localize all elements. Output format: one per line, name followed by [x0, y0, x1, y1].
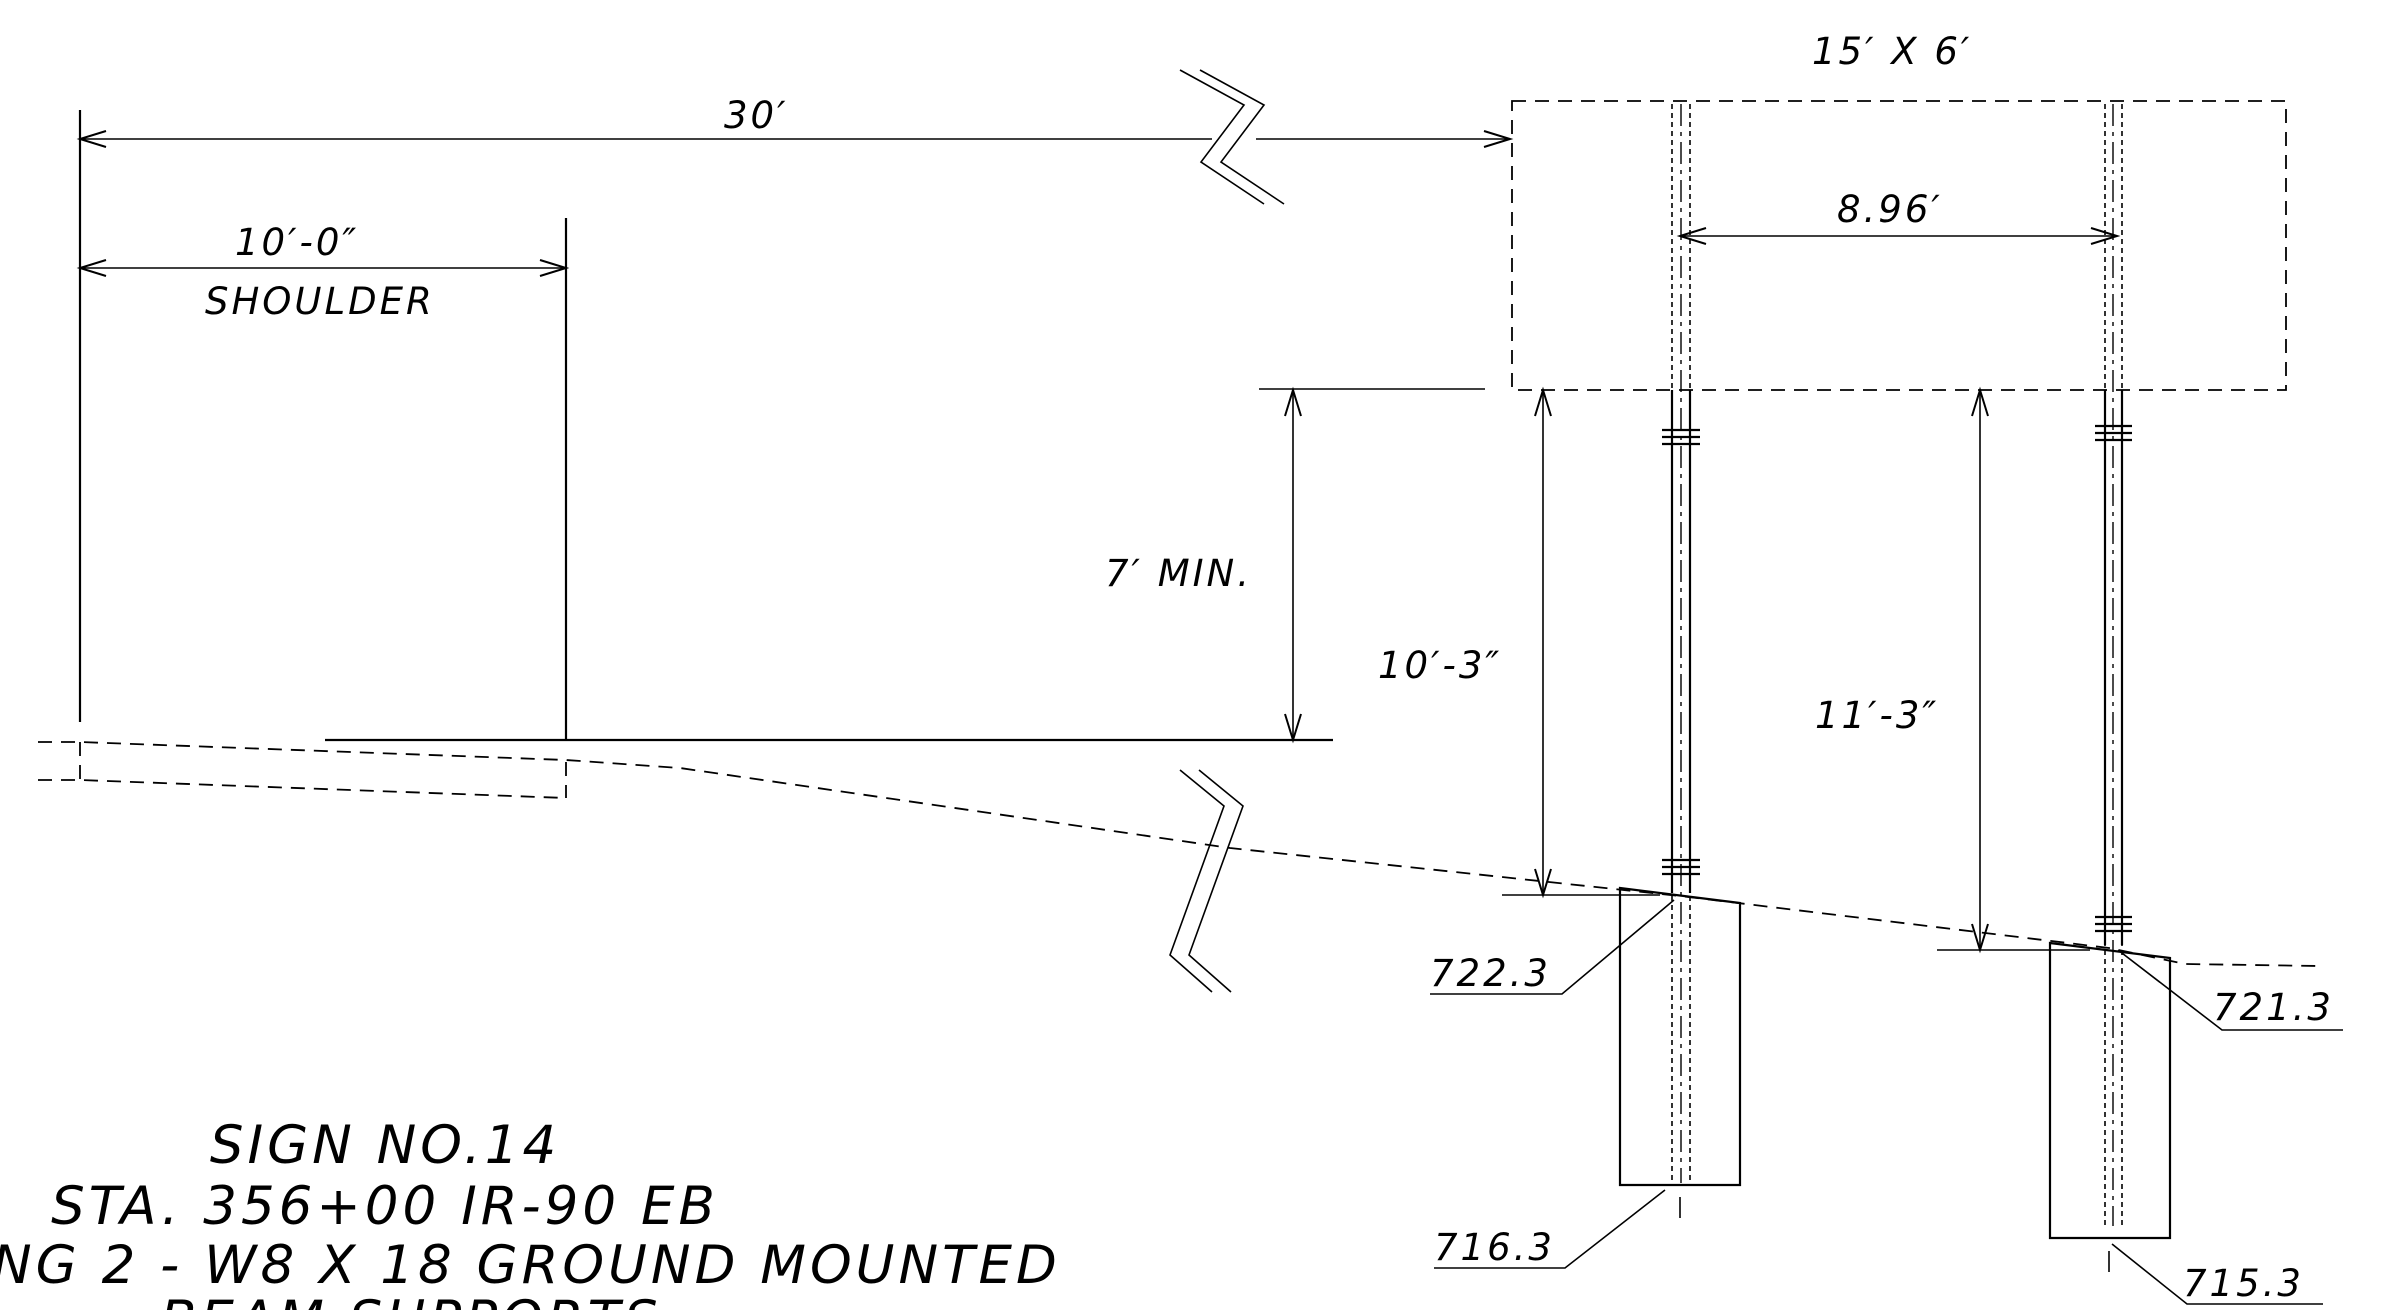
right-post-height-dimension: 11′-3″: [1815, 386, 2090, 954]
offset-label: 30′: [724, 94, 788, 137]
left-ground-elevation-callout: 722.3: [1430, 899, 1675, 995]
right-footing: [2048, 941, 2172, 1240]
title-beam-supports: BEAM SUPPORTS: [160, 1290, 662, 1310]
ground-profile: [38, 741, 2321, 993]
right-ground-elevation-callout: 721.3: [2117, 949, 2343, 1031]
post-spacing-label: 8.96′: [1837, 188, 1943, 231]
sign-size-label: 15′ X 6′: [1812, 30, 1972, 73]
left-ground-elevation: 722.3: [1430, 952, 1551, 995]
offset-dimension: 30′: [76, 69, 1514, 722]
left-footing-bottom-callout: 716.3: [1434, 1189, 1666, 1269]
right-post-height-label: 11′-3″: [1815, 694, 1939, 737]
title-station: STA. 356+00 IR-90 EB: [51, 1176, 719, 1237]
sign-panel-outline: [1511, 100, 2287, 391]
right-post: [2095, 104, 2132, 1226]
right-footing-bottom-elevation: 715.3: [2183, 1262, 2304, 1305]
title-sign-number: SIGN NO.14: [210, 1115, 560, 1176]
right-footing-bottom-callout: 715.3: [2111, 1243, 2323, 1305]
min-clearance-label: 7′ MIN.: [1105, 552, 1252, 595]
shoulder-dimension: 10′-0″ SHOULDER: [76, 218, 570, 740]
left-footing-bottom-elevation: 716.3: [1434, 1226, 1555, 1269]
shoulder-width-label: 10′-0″: [235, 221, 359, 264]
left-post-height-dimension: 10′-3″: [1378, 386, 1660, 899]
left-footing: [1618, 886, 1742, 1187]
title-block: SIGN NO.14 STA. 356+00 IR-90 EB NG 2 - W…: [0, 1115, 1061, 1310]
right-ground-elevation: 721.3: [2213, 986, 2334, 1029]
shoulder-label: SHOULDER: [205, 280, 435, 323]
min-clearance-dimension: 7′ MIN.: [325, 386, 1485, 744]
left-post: [1662, 104, 1700, 1183]
title-support-description: NG 2 - W8 X 18 GROUND MOUNTED: [0, 1235, 1061, 1296]
post-spacing-dimension: 8.96′: [1676, 188, 2121, 245]
left-post-height-label: 10′-3″: [1378, 644, 1502, 687]
